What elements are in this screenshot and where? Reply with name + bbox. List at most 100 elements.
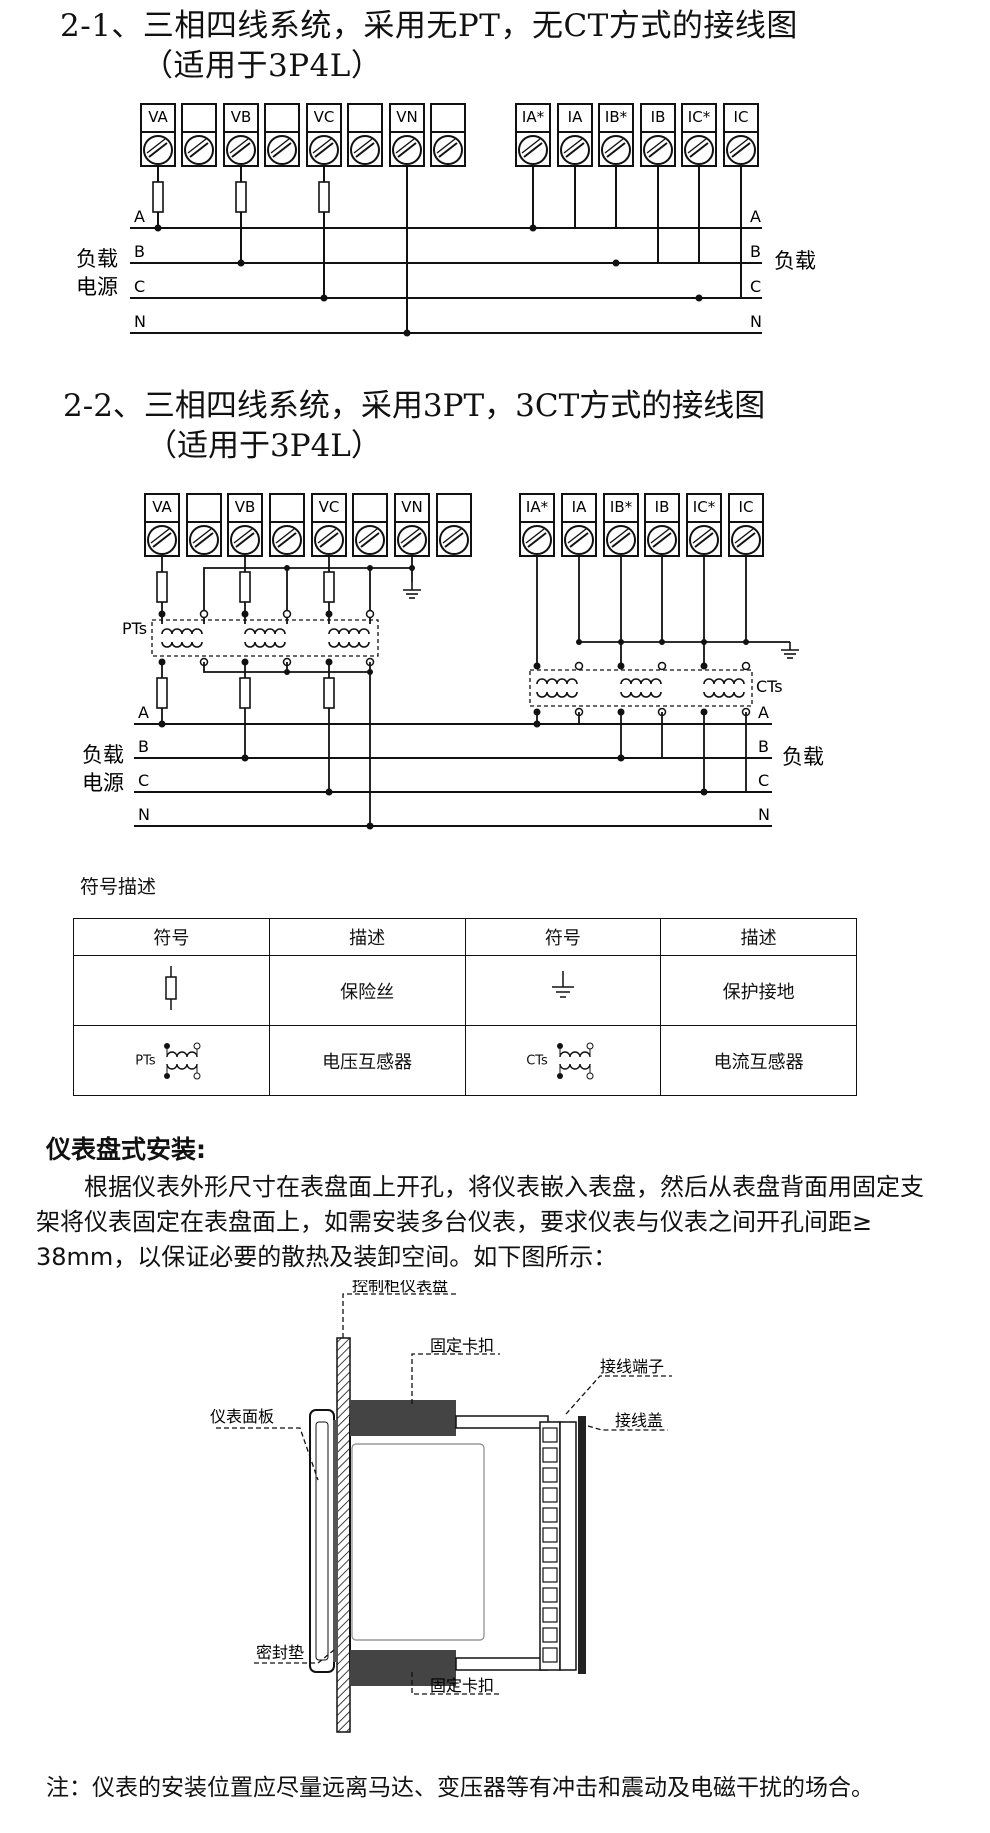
install-para-line1: 根据仪表外形尺寸在表盘面上开孔，将仪表嵌入表盘，然后从表盘背面用固定支	[84, 1173, 924, 1201]
ct-transformer-icon	[556, 1042, 594, 1079]
pt-symbol-label: PTs	[135, 1053, 156, 1068]
terminal-label-ia-star-22: IA*	[526, 498, 549, 516]
terminal-label-ib: IB	[651, 108, 666, 126]
section-21-title: 2-1、三相四线系统，采用无PT，无CT方式的接线图	[60, 8, 798, 44]
phase-label-a-right-22: A	[758, 703, 769, 722]
terminal-label-ia: IA	[568, 108, 583, 126]
legend-row-fuse-ground: 保险丝 保护接地	[73, 955, 857, 1026]
phase-label-b-right-22: B	[758, 737, 769, 756]
label-terminal: 接线端子	[600, 1357, 664, 1376]
label-clip-top: 固定卡扣	[430, 1336, 494, 1355]
phase-label-a-left-22: A	[138, 703, 149, 722]
cts-label: CTs	[756, 677, 783, 696]
terminal-label-vn-22: VN	[401, 498, 422, 516]
label-cover: 接线盖	[615, 1411, 663, 1430]
legend-row-pt-ct: PTs 电压互感器 CTs 电流互感器	[73, 1025, 857, 1096]
label-gasket: 密封垫	[256, 1643, 304, 1662]
phase-label-c-left: C	[134, 277, 145, 296]
fuse-symbols-21	[152, 181, 330, 213]
label-meter-face: 仪表面板	[210, 1407, 274, 1426]
ct-symbol-label: CTs	[526, 1053, 548, 1068]
source-label-line1: 负载	[76, 247, 118, 271]
phase-label-n-right: N	[750, 312, 762, 331]
legend-header-desc-2: 描述	[660, 918, 857, 956]
install-title: 仪表盘式安装:	[46, 1135, 206, 1164]
ground-icon	[551, 971, 574, 998]
pts-label: PTs	[122, 619, 147, 638]
current-terminal-strip-21	[515, 103, 759, 167]
load-label-22: 负载	[782, 745, 824, 769]
wiring-diagram-21: VA VB VC VN IA* IA IB* IB IC* IC	[76, 103, 816, 337]
section-22-title: 2-2、三相四线系统，采用3PT，3CT方式的接线图	[63, 388, 766, 424]
terminal-label-vb: VB	[231, 108, 252, 126]
terminal-block	[539, 1421, 577, 1671]
legend-header-symbol-2: 符号	[464, 918, 662, 956]
terminal-label-vn: VN	[396, 108, 417, 126]
install-para-line3: 38mm，以保证必要的散热及装卸空间。如下图所示：	[36, 1243, 618, 1271]
terminal-label-ia-22: IA	[572, 498, 587, 516]
section-22-subtitle: （适用于3P4L）	[146, 428, 382, 464]
pt-symbol-cell: PTs	[73, 1025, 270, 1096]
fixing-clip-bottom	[350, 1650, 456, 1686]
ground-symbol-cell	[464, 955, 662, 1026]
legend-title: 符号描述	[80, 876, 157, 898]
phase-label-n-left-22: N	[138, 805, 150, 824]
load-label-21: 负载	[774, 249, 816, 273]
legend-header-desc-1: 描述	[268, 918, 466, 956]
ct-transformers	[529, 661, 753, 717]
phase-label-a-left: A	[134, 207, 145, 226]
phase-bus-22	[134, 723, 772, 827]
ground-desc: 保护接地	[660, 955, 857, 1026]
source-label-line2: 电源	[76, 275, 118, 299]
phase-bus-21	[130, 227, 762, 334]
terminal-label-ic-star-22: IC*	[693, 498, 716, 516]
terminal-label-ic: IC	[734, 108, 749, 126]
label-clip-bottom: 固定卡扣	[430, 1676, 494, 1695]
phase-label-b-left-22: B	[138, 737, 149, 756]
pt-desc: 电压互感器	[268, 1025, 466, 1096]
legend-header-row: 符号 描述 符号 描述	[73, 918, 857, 956]
symbol-legend-table: 符号 描述 符号 描述 保险丝 保护接地 PTs	[73, 918, 857, 1096]
pt-transformers	[151, 609, 379, 667]
source-label-line2-22: 电源	[82, 771, 124, 795]
note-text: 注：仪表的安装位置应尽量远离马达、变压器等有冲击和震动及电磁干扰的场合。	[46, 1775, 874, 1801]
ct-desc: 电流互感器	[660, 1025, 857, 1096]
terminal-label-vc: VC	[314, 108, 335, 126]
fuse-desc: 保险丝	[268, 955, 466, 1026]
terminal-label-ib-star: IB*	[605, 108, 628, 126]
section-21-subtitle: （适用于3P4L）	[142, 48, 383, 84]
terminal-label-ia-star: IA*	[522, 108, 545, 126]
terminal-label-vb-22: VB	[235, 498, 256, 516]
wiring-diagram-22: VA VB VC VN IA* IA IB* IB IC* IC	[82, 493, 824, 830]
terminal-label-vc-22: VC	[319, 498, 340, 516]
phase-label-a-right: A	[750, 207, 761, 226]
meter-body	[349, 1417, 547, 1669]
phase-label-n-right-22: N	[758, 805, 770, 824]
terminal-label-ic-22: IC	[739, 498, 754, 516]
phase-label-b-left: B	[134, 242, 145, 261]
terminal-label-ib-22: IB	[655, 498, 670, 516]
meter-face	[309, 1409, 335, 1673]
install-para-line2: 架将仪表固定在表盘面上，如需安装多台仪表，要求仪表与仪表之间开孔间距≥	[36, 1208, 873, 1236]
fixing-clip-top	[350, 1400, 456, 1436]
phase-label-c-right: C	[750, 277, 761, 296]
phase-label-n-left: N	[134, 312, 146, 331]
terminal-label-ib-star-22: IB*	[610, 498, 633, 516]
source-label-line1-22: 负载	[82, 743, 124, 767]
phase-label-c-left-22: C	[138, 771, 149, 790]
phase-label-c-right-22: C	[758, 771, 769, 790]
terminal-label-va: VA	[148, 108, 168, 126]
gasket	[333, 1420, 338, 1662]
control-panel	[336, 1337, 351, 1733]
legend-header-symbol-1: 符号	[73, 918, 270, 956]
ct-symbol-cell: CTs	[464, 1025, 662, 1096]
current-terminal-strip-22	[519, 493, 764, 557]
terminal-label-va-22: VA	[152, 498, 172, 516]
terminal-label-ic-star: IC*	[688, 108, 711, 126]
phase-label-b-right: B	[750, 242, 761, 261]
pt-transformer-icon	[164, 1042, 201, 1079]
fuse-symbol-cell	[73, 955, 270, 1026]
terminal-cover	[578, 1416, 586, 1674]
label-control-panel: 控制柜仪表盘	[352, 1280, 448, 1295]
fuse-icon	[165, 966, 178, 1010]
